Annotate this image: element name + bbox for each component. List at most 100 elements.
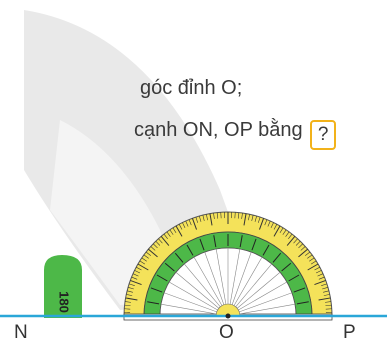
protractor-ray [239, 303, 296, 315]
protractor-ray [168, 281, 218, 311]
protractor-tick [126, 294, 133, 296]
protractor-tick [325, 304, 332, 307]
protractor-ray [236, 272, 281, 309]
protractor-tick [317, 273, 324, 277]
text-sides-label: cạnh ON, OP bằng [134, 119, 303, 141]
protractor-tick [237, 212, 240, 219]
protractor-ray [193, 256, 223, 306]
protractor-center-mark [215, 303, 241, 317]
protractor-tick [139, 260, 146, 265]
protractor-tick [209, 213, 213, 226]
protractor-tick [125, 297, 138, 301]
thumb [44, 255, 82, 318]
protractor-tick [130, 279, 142, 286]
protractor-rays [160, 248, 296, 317]
protractor-tick [216, 212, 219, 219]
protractor-ray [239, 292, 293, 313]
protractor-tick [285, 231, 290, 237]
protractor-ray [215, 248, 227, 305]
protractor-tick [163, 233, 168, 239]
protractor-tick [152, 243, 158, 249]
protractor-tick [169, 229, 174, 235]
protractor-ray [184, 263, 221, 308]
protractor-tick [188, 219, 192, 226]
protractor-tick [206, 214, 208, 221]
protractor-tick [243, 213, 247, 226]
protractor-inner-tick [296, 301, 309, 305]
protractor-tick [298, 248, 308, 258]
protractor-tick [191, 218, 198, 230]
protractor-ray [204, 251, 225, 305]
protractor-tick [251, 215, 254, 221]
protractor-tick [325, 301, 332, 303]
text-vertex: góc đỉnh O; [140, 77, 243, 99]
protractor-tick [182, 222, 186, 229]
protractor-tick [128, 283, 135, 287]
protractor-inner-tick [199, 238, 205, 251]
protractor-tick [143, 254, 149, 259]
protractor-tick [131, 276, 138, 280]
protractor-tick [166, 231, 171, 237]
protractor-tick [241, 212, 243, 219]
protractor-tick [279, 227, 284, 234]
protractor-inner-tick [147, 301, 160, 305]
protractor-tick [254, 215, 257, 222]
protractor-tick [155, 240, 161, 246]
protractor-inner-tick [288, 274, 300, 282]
protractor-inner-tick [174, 252, 184, 263]
protractor-tick [273, 225, 281, 237]
protractor-tick [199, 215, 202, 222]
protractor-tick [178, 224, 183, 230]
protractor-tick [273, 224, 278, 230]
protractor-inner-tick [150, 287, 163, 293]
protractor-inner-tick [262, 244, 270, 256]
protractor-ray [163, 292, 217, 313]
protractor-tick [148, 248, 158, 258]
protractor-inner-tick [164, 262, 175, 272]
protractor-ray [229, 248, 241, 305]
protractor-tick [310, 260, 317, 265]
thumb-reading: 180 [57, 291, 72, 313]
protractor-tick [321, 283, 328, 287]
protractor-tick [322, 287, 329, 290]
protractor-tick [175, 225, 183, 237]
protractor-tick [315, 270, 322, 274]
protractor-tick [295, 240, 301, 246]
protractor-tick [298, 243, 304, 249]
protractor-tick [286, 236, 296, 246]
label-p: P [343, 322, 356, 343]
protractor-tick [136, 266, 142, 271]
protractor-tick [323, 294, 330, 296]
protractor-tick [127, 287, 134, 290]
protractor-tick [172, 227, 177, 234]
protractor-inner-tick [186, 244, 194, 256]
protractor-tick [202, 215, 205, 221]
protractor-ray [235, 263, 272, 308]
protractor-tick [141, 257, 147, 262]
protractor-tick [323, 290, 329, 293]
point-o [225, 313, 231, 319]
protractor-inner-tick [272, 252, 282, 263]
protractor-tick [185, 220, 189, 227]
protractor-tick [267, 220, 271, 227]
protractor-tick [309, 257, 315, 262]
protractor-tick [314, 279, 326, 286]
protractor-inner-tick [156, 274, 168, 282]
protractor-ray [231, 251, 252, 305]
protractor-ray [238, 281, 288, 311]
protractor-tick [158, 238, 163, 244]
protractor-tick [264, 219, 268, 226]
protractor-inner-tick [213, 235, 217, 248]
protractor-tick [305, 251, 311, 256]
protractor-tick [270, 222, 274, 229]
label-n: N [14, 322, 28, 343]
protractor-tick [248, 214, 250, 221]
protractor-tick [318, 276, 325, 280]
protractor-tick [257, 216, 261, 223]
protractor-tick [288, 233, 293, 239]
protractor-tick [213, 212, 215, 219]
protractor-tick [127, 290, 133, 293]
answer-box[interactable]: ? [310, 120, 337, 150]
protractor-inner-tick [281, 262, 292, 272]
